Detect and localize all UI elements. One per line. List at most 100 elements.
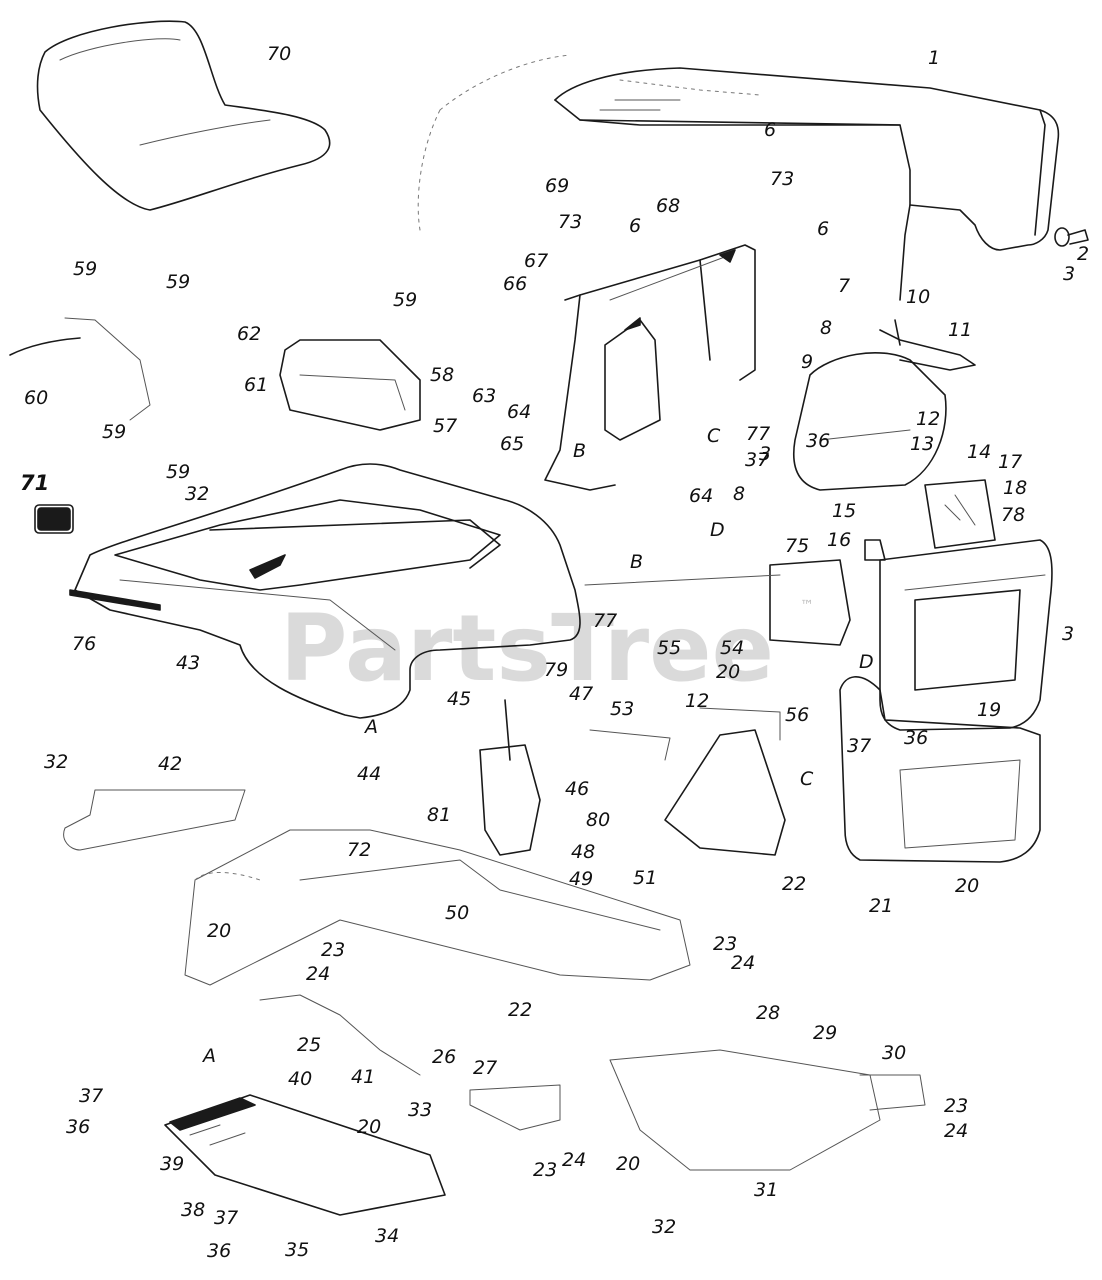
callout-label: A xyxy=(201,1045,216,1067)
callout-label: 73 xyxy=(770,168,794,190)
watermark-trademark: ™ xyxy=(800,598,814,614)
callout-label: 13 xyxy=(910,433,934,455)
callout-label: 23 xyxy=(713,933,737,955)
callout-label: 21 xyxy=(869,895,893,917)
callout-label: C xyxy=(800,768,814,790)
callout-label: 48 xyxy=(571,841,595,863)
callout-label: 77 xyxy=(746,423,770,445)
callout-label: 23 xyxy=(944,1095,968,1117)
callout-label: 70 xyxy=(267,43,291,65)
part-outlines xyxy=(9,20,1089,1216)
callout-label: 9 xyxy=(801,351,813,373)
callout-label: 24 xyxy=(731,952,755,974)
part-front-axle xyxy=(609,1049,926,1171)
callout-label: 49 xyxy=(569,868,593,890)
callout-label: 33 xyxy=(408,1099,432,1121)
callout-label: 45 xyxy=(447,688,471,710)
callout-label: 63 xyxy=(472,385,496,407)
callout-label: 10 xyxy=(906,286,930,308)
callout-label: 80 xyxy=(586,809,610,831)
callout-label: 51 xyxy=(633,867,657,889)
callout-label: 15 xyxy=(832,500,856,522)
callout-label: 22 xyxy=(508,999,532,1021)
callout-label: 64 xyxy=(507,401,531,423)
part-footrest xyxy=(164,1094,446,1216)
callout-label: 32 xyxy=(44,751,68,773)
part-bracket-42 xyxy=(63,789,246,851)
part-bolt-hood xyxy=(1054,227,1089,247)
callout-label: 68 xyxy=(656,195,680,217)
part-throttle-cable xyxy=(9,317,151,421)
callout-label: 66 xyxy=(503,273,527,295)
callout-label: 56 xyxy=(785,704,809,726)
callout-label: 41 xyxy=(351,1066,375,1088)
callout-label: 64 xyxy=(689,485,713,507)
callout-label: 53 xyxy=(610,698,634,720)
callout-label: 59 xyxy=(102,421,126,443)
callout-label: 61 xyxy=(244,374,268,396)
callout-label: 23 xyxy=(533,1159,557,1181)
callout-label: 57 xyxy=(433,415,457,437)
callout-label: 24 xyxy=(562,1149,586,1171)
callout-label: 6 xyxy=(817,218,829,240)
callout-label: 37 xyxy=(79,1085,103,1107)
part-battery xyxy=(769,539,886,646)
callout-label: 40 xyxy=(288,1068,312,1090)
part-front-grille xyxy=(839,539,1053,863)
callout-label: 32 xyxy=(652,1216,676,1238)
callout-label: 14 xyxy=(967,441,991,463)
callout-label: 12 xyxy=(916,408,940,430)
callout-label: 36 xyxy=(904,727,928,749)
part-shroud xyxy=(793,352,947,491)
callout-label: 1 xyxy=(928,47,940,69)
callout-label: 20 xyxy=(716,661,740,683)
callout-labels: 70 1 6 73 69 68 73 6 6 2 3 67 59 59 66 5… xyxy=(20,43,1089,1262)
callout-label: 59 xyxy=(166,461,190,483)
part-hood-hinge xyxy=(879,319,976,371)
callout-label: B xyxy=(573,440,586,462)
callout-label: 20 xyxy=(616,1153,640,1175)
callout-label: 79 xyxy=(544,659,568,681)
part-axle-area xyxy=(259,994,561,1131)
callout-label: 71 xyxy=(20,471,49,495)
callout-label: 12 xyxy=(685,690,709,712)
callout-label: 16 xyxy=(827,529,851,551)
callout-label: 19 xyxy=(977,699,1001,721)
callout-label: 59 xyxy=(166,271,190,293)
callout-label: 81 xyxy=(427,804,451,826)
callout-label: 55 xyxy=(657,637,681,659)
callout-label: 22 xyxy=(782,873,806,895)
part-steering-gear xyxy=(479,699,541,856)
callout-label: 3 xyxy=(759,443,771,465)
callout-label: 43 xyxy=(176,652,200,674)
callout-label: 37 xyxy=(745,449,769,471)
callout-label: 37 xyxy=(847,735,871,757)
watermark-text: PartsTree xyxy=(280,595,774,702)
callout-label: 20 xyxy=(955,875,979,897)
callout-label: 67 xyxy=(524,250,548,272)
callout-label: 36 xyxy=(207,1240,231,1262)
callout-label: 39 xyxy=(160,1153,184,1175)
callout-label: 44 xyxy=(357,763,381,785)
callout-label: 20 xyxy=(207,920,231,942)
callout-label: 72 xyxy=(347,839,371,861)
callout-label: 34 xyxy=(375,1225,399,1247)
callout-label: 62 xyxy=(237,323,261,345)
callout-label: 18 xyxy=(1003,477,1027,499)
callout-label: D xyxy=(710,519,725,541)
callout-label: 30 xyxy=(882,1042,906,1064)
part-linkages xyxy=(584,574,781,761)
part-frame xyxy=(184,829,691,986)
callout-label: 20 xyxy=(357,1116,381,1138)
callout-label: 26 xyxy=(432,1046,456,1068)
callout-label: 8 xyxy=(820,317,832,339)
part-fender-deck xyxy=(69,463,581,719)
callout-label: 76 xyxy=(72,633,96,655)
callout-label: 46 xyxy=(565,778,589,800)
callout-label: 59 xyxy=(393,289,417,311)
callout-label: 69 xyxy=(545,175,569,197)
callout-label: C xyxy=(707,425,721,447)
callout-label: 38 xyxy=(181,1199,205,1221)
callout-label: 17 xyxy=(998,451,1022,473)
part-reflector xyxy=(34,504,74,534)
